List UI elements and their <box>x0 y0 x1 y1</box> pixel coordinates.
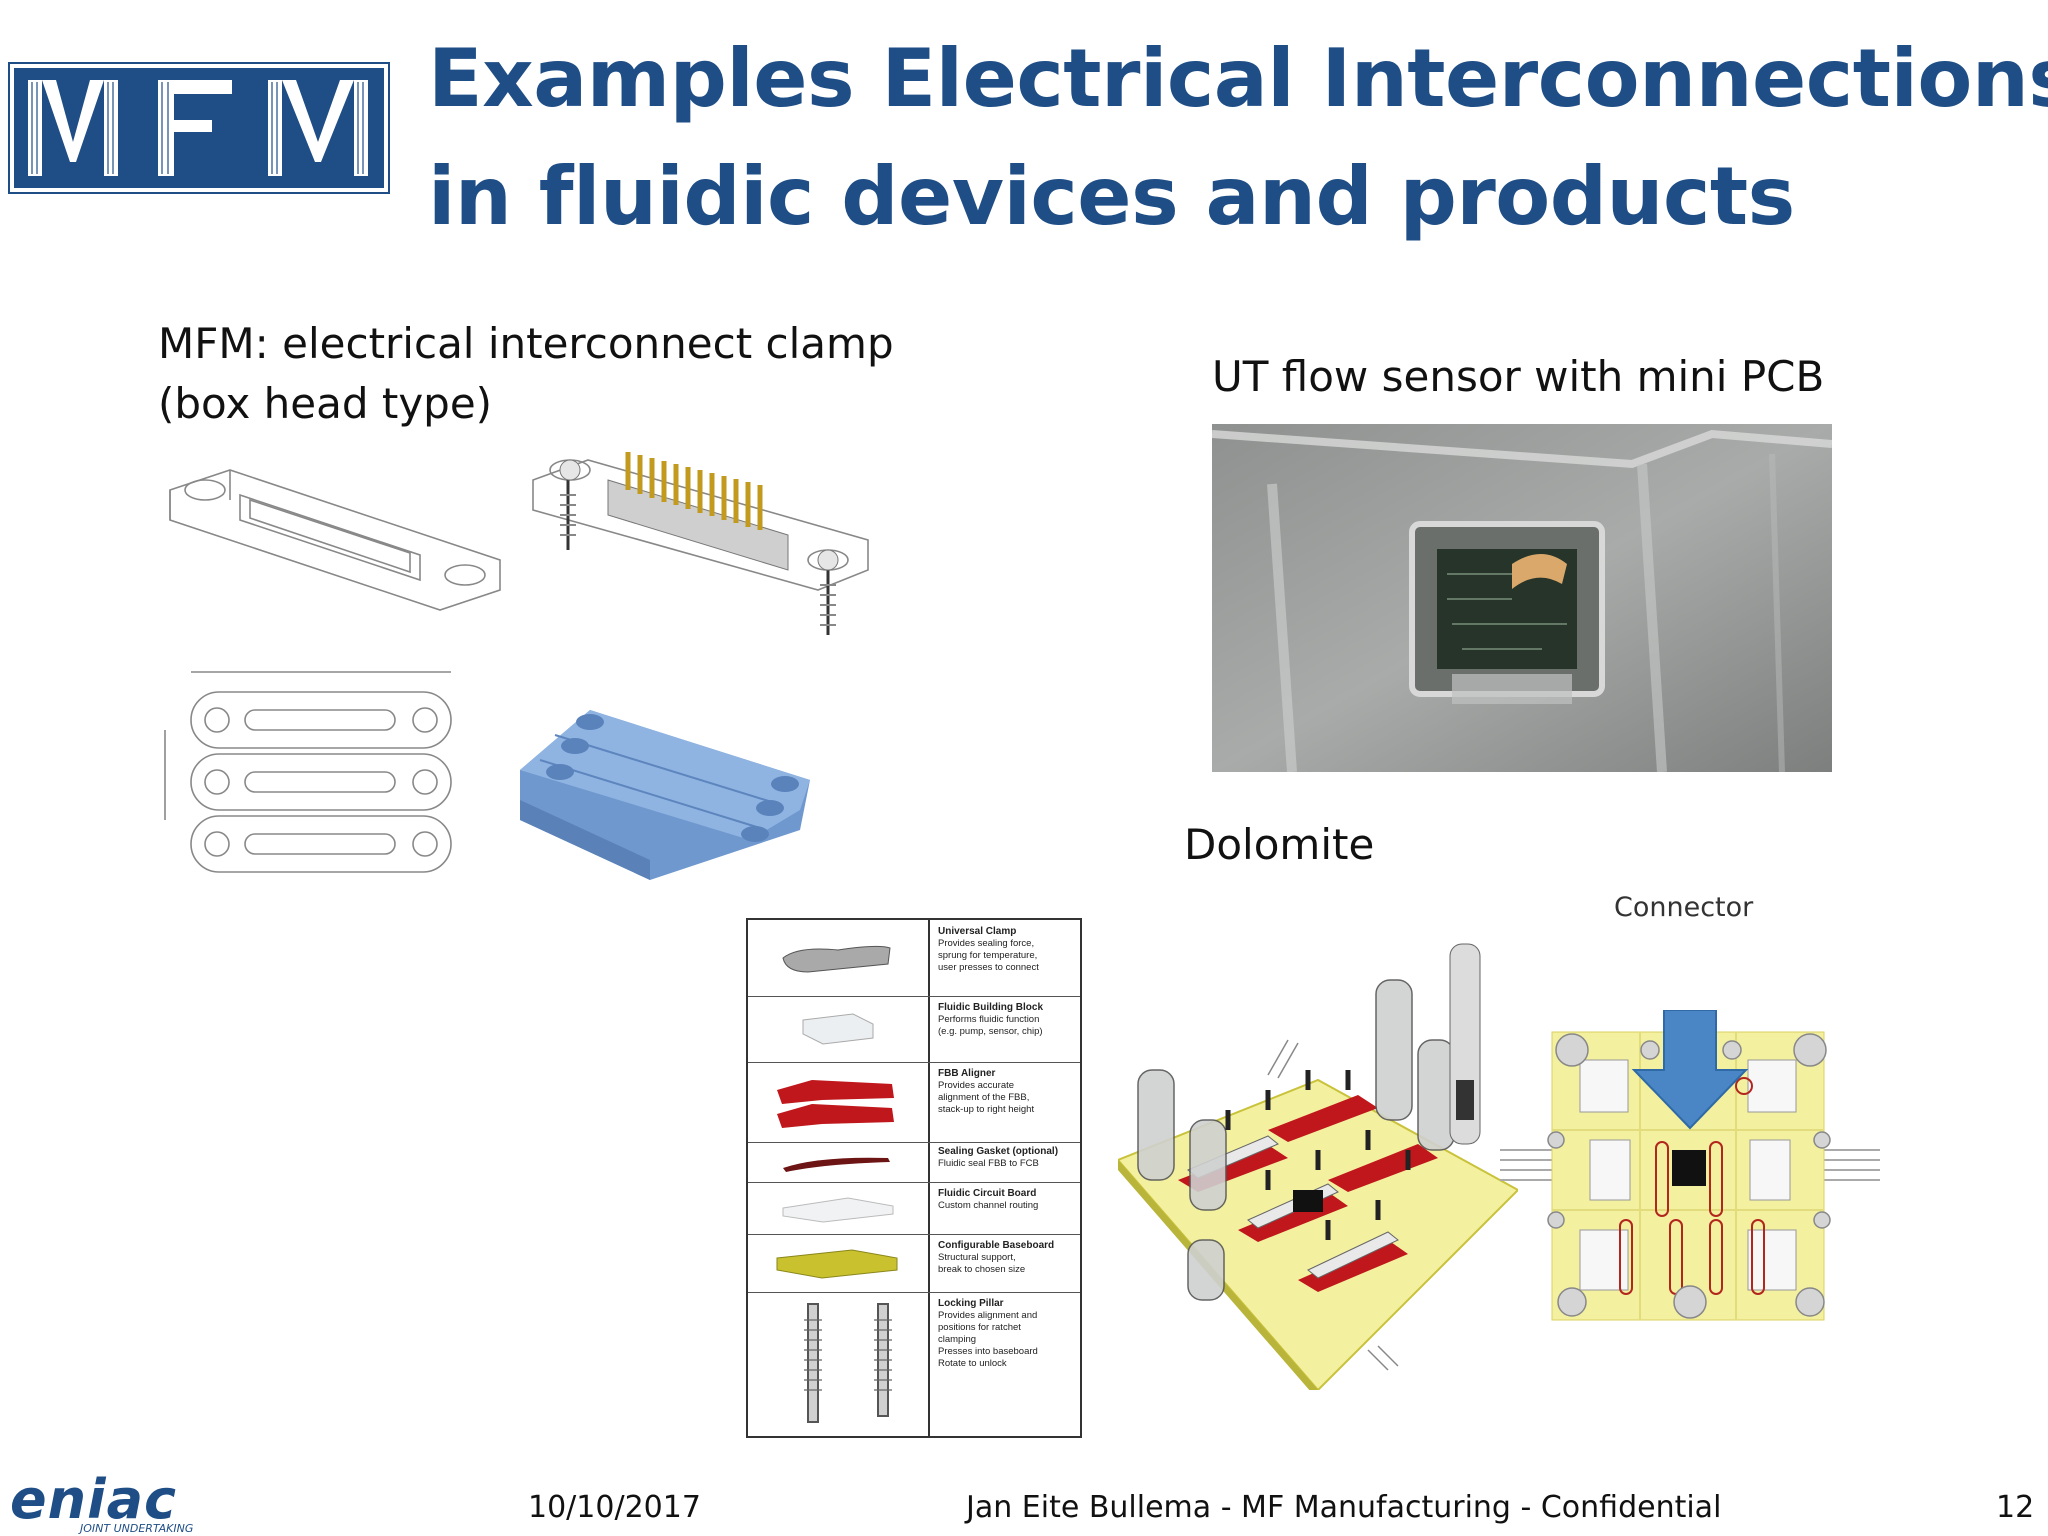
slide-title: Examples Electrical Interconnections in … <box>428 20 2048 256</box>
title-line-1: Examples Electrical Interconnections <box>428 32 2048 125</box>
fluidic-circuit-board-icon <box>782 1197 894 1223</box>
table-cell: Configurable Baseboard Structural suppor… <box>938 1240 1055 1275</box>
table-row: Universal Clamp Provides sealing force, … <box>748 920 1080 997</box>
table-row: Configurable Baseboard Structural suppor… <box>748 1234 1080 1293</box>
clamp-with-pins-drawing <box>528 440 873 640</box>
sealing-gasket-icon <box>783 1157 890 1172</box>
table-row: FBB Aligner Provides accurate alignment … <box>748 1062 1080 1143</box>
footer-date: 10/10/2017 <box>528 1490 701 1525</box>
locking-pillar-icon <box>804 1303 892 1423</box>
eniac-logo-subtext: JOINT UNDERTAKING <box>80 1522 194 1535</box>
table-row: Locking Pillar Provides alignment and po… <box>748 1292 1080 1436</box>
mfm-caption-line-2: (box head type) <box>158 379 493 428</box>
fluidic-building-block-icon <box>802 1013 874 1045</box>
table-cell: Sealing Gasket (optional) Fluidic seal F… <box>938 1146 1059 1169</box>
dolomite-3d-assembly <box>1116 930 1520 1400</box>
clamp-top-view-drawing <box>155 660 485 900</box>
mfm-clamp-caption: MFM: electrical interconnect clamp (box … <box>158 314 894 434</box>
dolomite-caption: Dolomite <box>1184 820 1375 869</box>
title-line-2: in fluidic devices and products <box>428 150 1795 243</box>
fbb-aligner-icon <box>777 1080 894 1128</box>
eniac-logo: eniac JOINT UNDERTAKING <box>4 1468 214 1536</box>
dolomite-component-table: Universal Clamp Provides sealing force, … <box>746 918 1082 1438</box>
table-cell: FBB Aligner Provides accurate alignment … <box>938 1068 1035 1115</box>
table-divider <box>928 920 930 1436</box>
table-cell: Locking Pillar Provides alignment and po… <box>938 1298 1038 1369</box>
table-cell: Fluidic Circuit Board Custom channel rou… <box>938 1188 1039 1211</box>
ut-sensor-caption: UT flow sensor with mini PCB <box>1212 352 1825 401</box>
table-row: Sealing Gasket (optional) Fluidic seal F… <box>748 1142 1080 1183</box>
mfm-logo <box>6 60 392 196</box>
clamp-blue-3d-model <box>500 700 820 885</box>
dolomite-top-view <box>1500 1009 1890 1330</box>
universal-clamp-icon <box>782 945 891 973</box>
footer-page-number: 12 <box>1996 1490 2035 1525</box>
eniac-logo-text: eniac <box>10 1468 178 1531</box>
connector-label: Connector <box>1614 892 1754 923</box>
clamp-line-drawing <box>160 460 510 630</box>
configurable-baseboard-icon <box>776 1249 898 1279</box>
footer-center-text: Jan Eite Bullema - MF Manufacturing - Co… <box>966 1490 1722 1525</box>
table-cell: Universal Clamp Provides sealing force, … <box>938 926 1039 973</box>
mfm-caption-line-1: MFM: electrical interconnect clamp <box>158 319 894 368</box>
ut-flow-sensor-photo <box>1212 424 1832 772</box>
table-row: Fluidic Circuit Board Custom channel rou… <box>748 1182 1080 1235</box>
table-cell: Fluidic Building Block Performs fluidic … <box>938 1002 1043 1037</box>
table-row: Fluidic Building Block Performs fluidic … <box>748 996 1080 1063</box>
